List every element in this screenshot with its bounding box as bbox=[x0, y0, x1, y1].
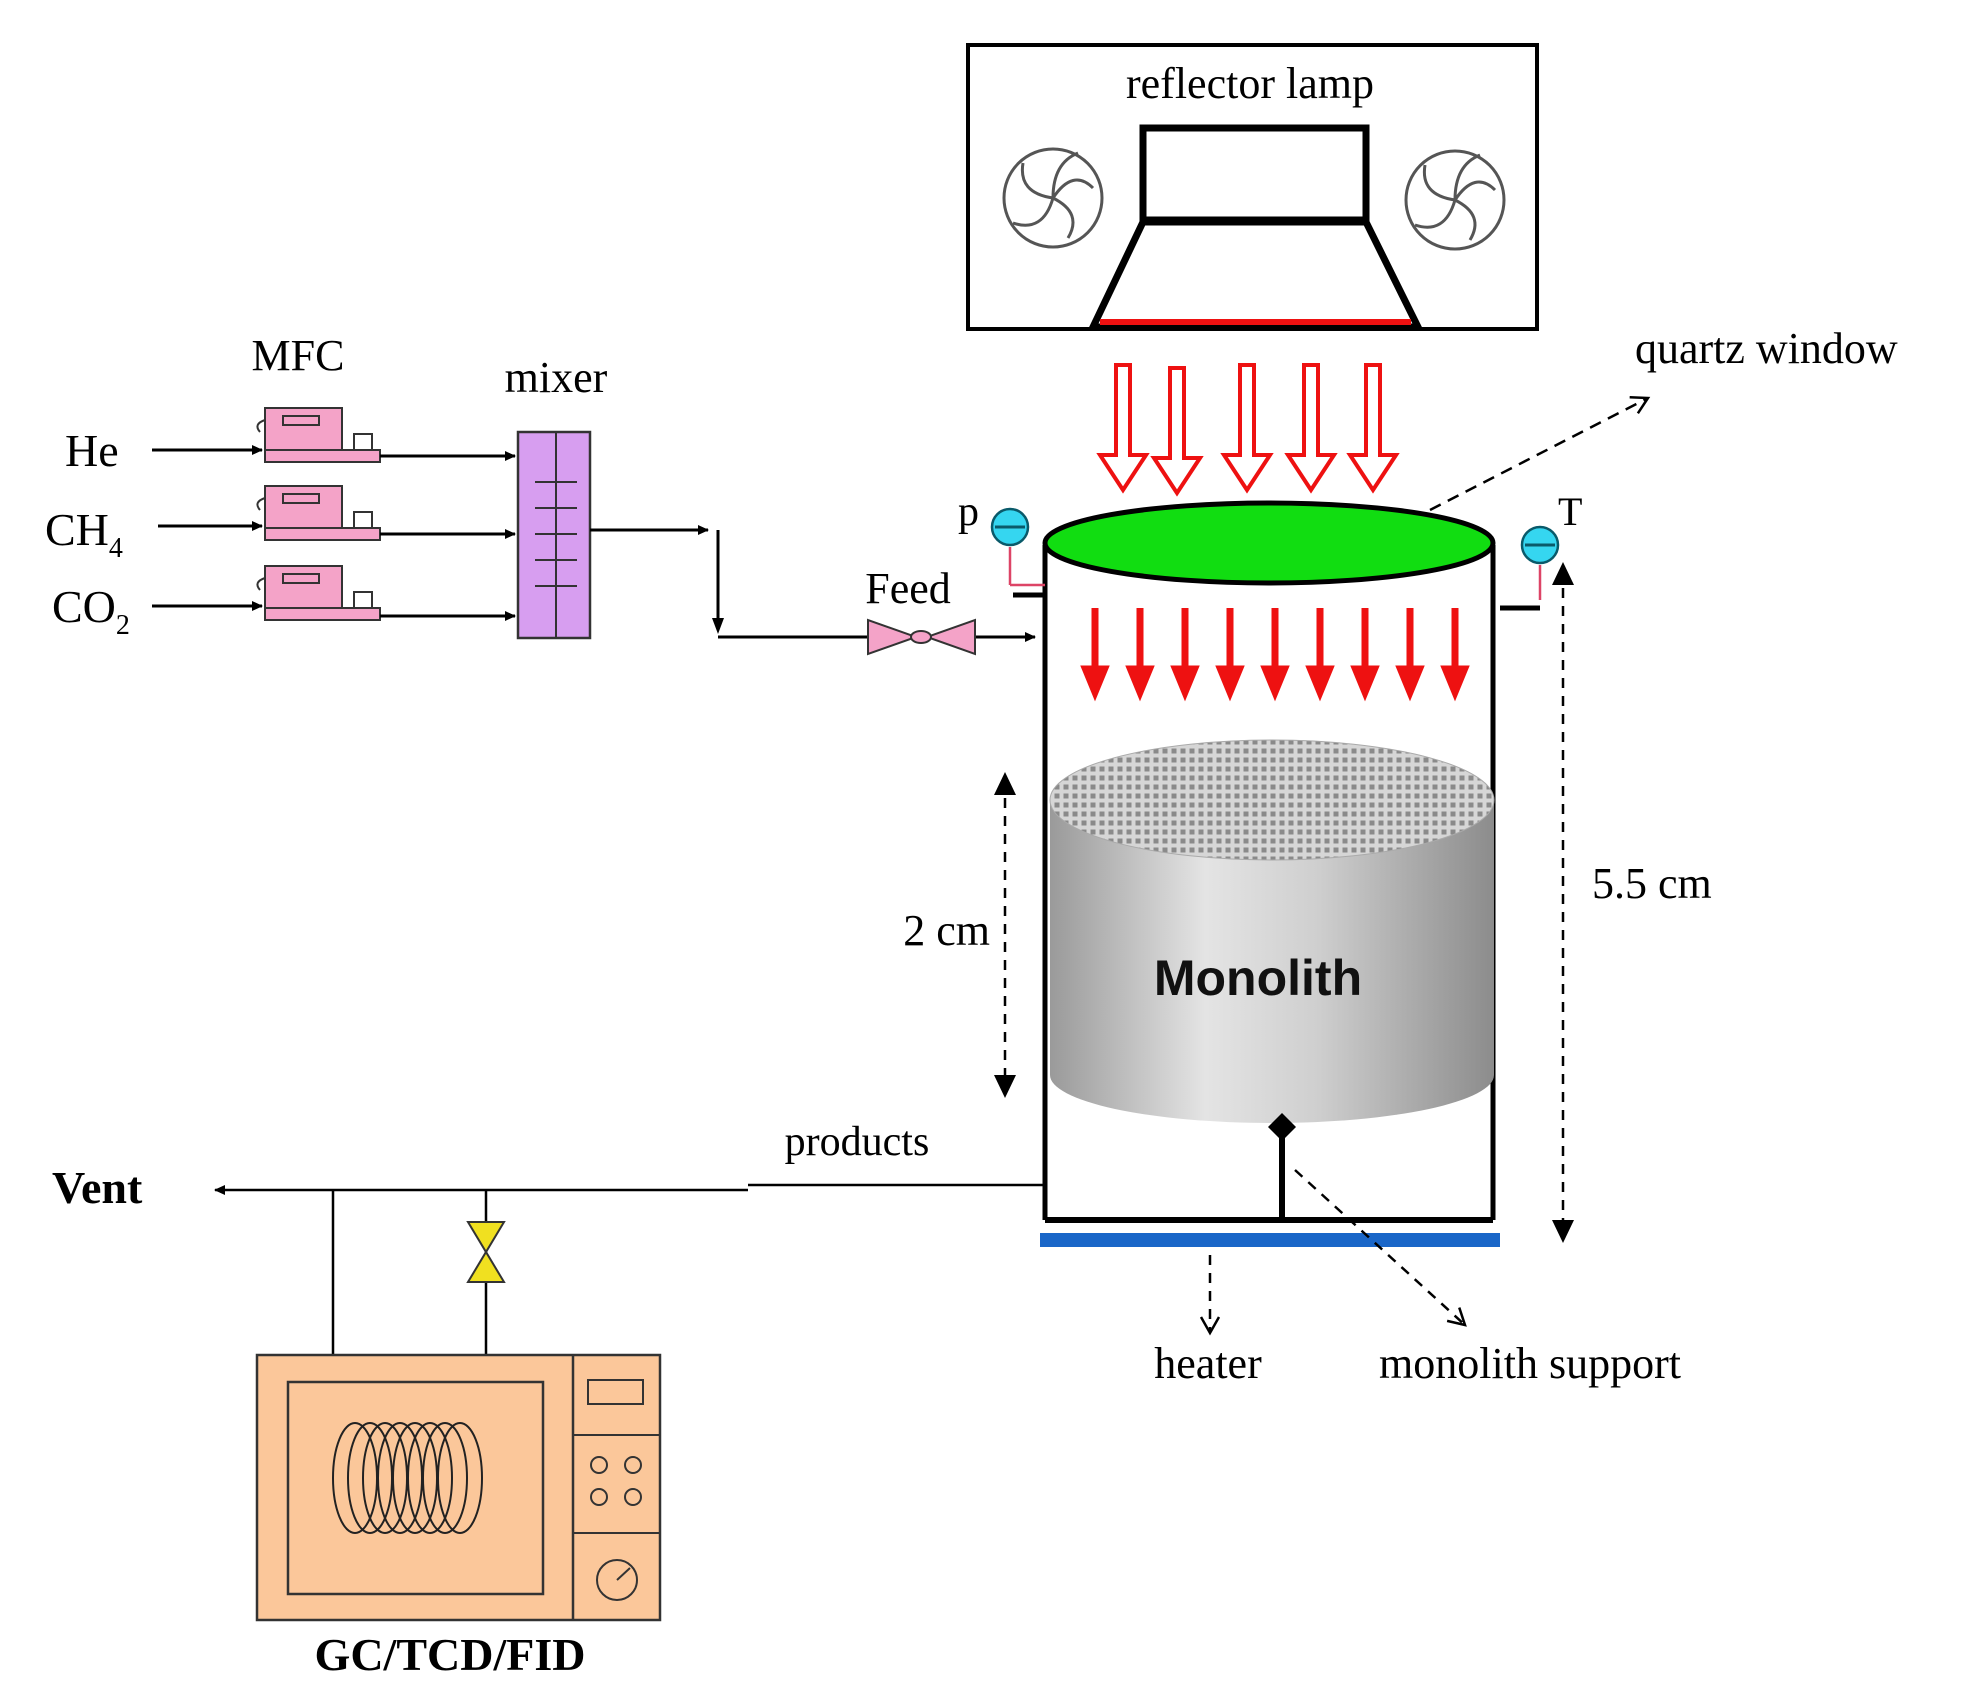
heater bbox=[1040, 1233, 1500, 1247]
pressure-gauge-icon bbox=[990, 507, 1045, 598]
he-label: He bbox=[65, 425, 119, 476]
co2-label: CO2 bbox=[52, 581, 130, 641]
feed-label: Feed bbox=[865, 564, 951, 613]
feed-line bbox=[590, 525, 1036, 642]
dimension-2cm-label: 2 cm bbox=[903, 906, 990, 955]
irradiation-arrows bbox=[1080, 608, 1470, 702]
reflector-lamp-label: reflector lamp bbox=[1126, 59, 1374, 108]
light-arrows bbox=[1096, 363, 1400, 497]
quartz-window-pointer bbox=[1429, 396, 1651, 512]
quartz-window bbox=[1042, 500, 1496, 586]
products-line bbox=[214, 1183, 1045, 1195]
gas-chromatograph bbox=[255, 1353, 662, 1622]
vent-label: Vent bbox=[52, 1162, 143, 1213]
monolith-support bbox=[1268, 1113, 1296, 1220]
fan-icon bbox=[1404, 149, 1506, 251]
monolith: Monolith bbox=[1049, 739, 1495, 1123]
products-label: products bbox=[785, 1119, 930, 1165]
sampling-valve-icon bbox=[466, 1221, 506, 1283]
gc-label: GC/TCD/FID bbox=[315, 1629, 586, 1680]
gauge-dial-icon bbox=[596, 1559, 638, 1601]
reflector-lamp: reflector lamp bbox=[966, 43, 1539, 331]
fan-icon bbox=[1002, 147, 1104, 249]
mixer-label: mixer bbox=[505, 353, 608, 402]
dimension-55cm-label: 5.5 cm bbox=[1592, 859, 1712, 908]
monolith-support-pointer bbox=[1294, 1169, 1467, 1327]
monolith-support-label: monolith support bbox=[1379, 1339, 1681, 1388]
gas-mixer bbox=[516, 430, 592, 640]
mass-flow-controller bbox=[256, 407, 381, 463]
pressure-label: p bbox=[958, 489, 979, 535]
monolith-label: Monolith bbox=[1154, 950, 1362, 1006]
feed-valve-icon bbox=[867, 618, 976, 656]
mass-flow-controller bbox=[256, 485, 381, 541]
quartz-window-label: quartz window bbox=[1635, 324, 1898, 373]
ch4-label: CH4 bbox=[45, 504, 123, 564]
temperature-gauge-icon bbox=[1500, 525, 1560, 611]
temperature-label: T bbox=[1558, 489, 1582, 534]
gc-column-coil-icon bbox=[332, 1422, 483, 1534]
mfc-label: MFC bbox=[252, 331, 345, 380]
heater-label: heater bbox=[1154, 1339, 1262, 1388]
mass-flow-controller bbox=[256, 565, 381, 621]
